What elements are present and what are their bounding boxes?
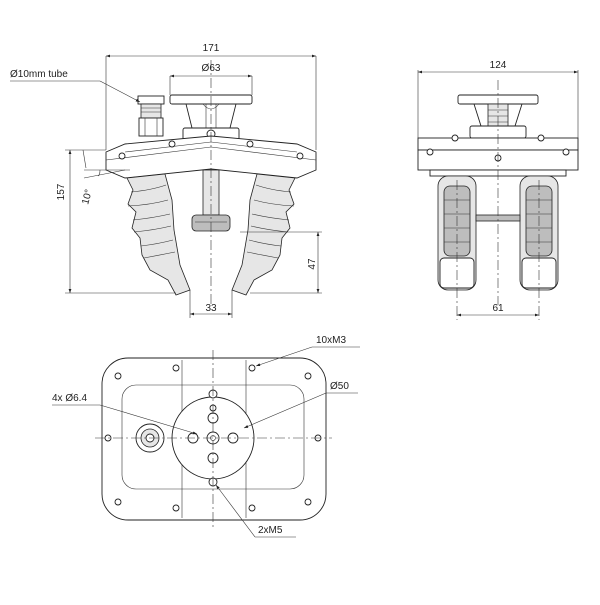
- dim-side-spacing: 61: [492, 303, 504, 314]
- label-holes: 4x Ø6.4: [52, 393, 87, 404]
- dim-finger-length: 47: [307, 258, 318, 270]
- dim-gap: 33: [205, 303, 217, 314]
- front-view: 171 Ø63 Ø10mm tube 157 10° 47 33: [10, 43, 322, 318]
- label-tube: Ø10mm tube: [10, 69, 68, 80]
- left-finger: [126, 173, 191, 296]
- tube-fitting: [137, 95, 165, 137]
- top-view: 10xM3 4x Ø6.4 Ø50 2xM5: [52, 335, 360, 538]
- dim-angle: 10°: [80, 188, 95, 205]
- dim-height: 157: [56, 183, 67, 200]
- label-disc-diameter: Ø50: [330, 381, 349, 392]
- m3-holes: [104, 364, 322, 512]
- dim-side-width: 124: [490, 60, 507, 71]
- dim-flange-diameter: Ø63: [202, 63, 221, 74]
- side-view: 124 61: [417, 60, 579, 320]
- label-m5: 2xM5: [258, 525, 283, 536]
- label-m3: 10xM3: [316, 335, 346, 346]
- right-finger: [231, 173, 296, 296]
- dim-front-width: 171: [203, 43, 220, 54]
